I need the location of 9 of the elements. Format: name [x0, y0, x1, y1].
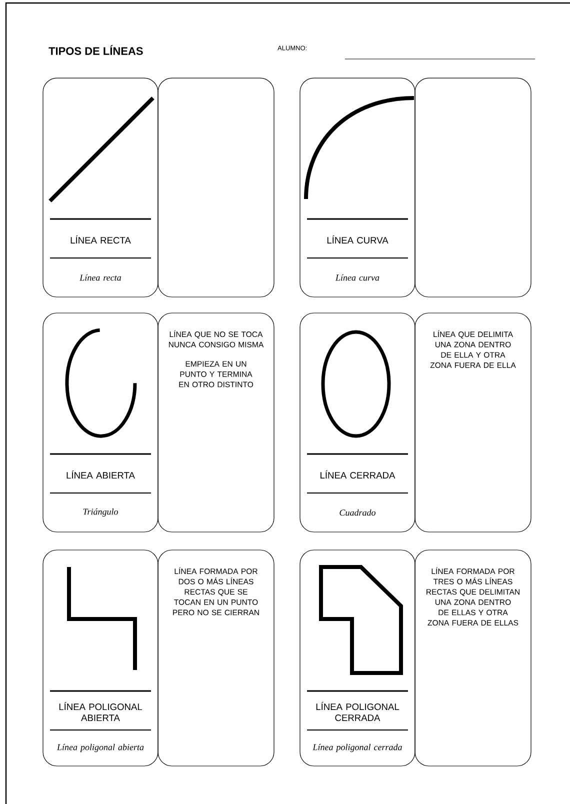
picture-card: LÍNEA CERRADA Cuadrado	[300, 312, 416, 532]
picture-card: LÍNEA POLIGONAL CERRADA Línea poligonal cerrada	[300, 550, 416, 766]
title: TIPOS DE LÍNEAS	[48, 45, 143, 55]
picture-card: LÍNEA ABIERTA Triángulo	[42, 312, 158, 532]
empty-card	[414, 78, 532, 298]
picture-card: LÍNEA RECTA Línea recta	[42, 78, 158, 298]
picture-card: LÍNEA POLIGONAL ABIERTA Línea poligonal abierta	[42, 550, 158, 766]
picture-card: LÍNEA CURVA Línea curva	[300, 78, 416, 298]
empty-card	[158, 78, 274, 298]
